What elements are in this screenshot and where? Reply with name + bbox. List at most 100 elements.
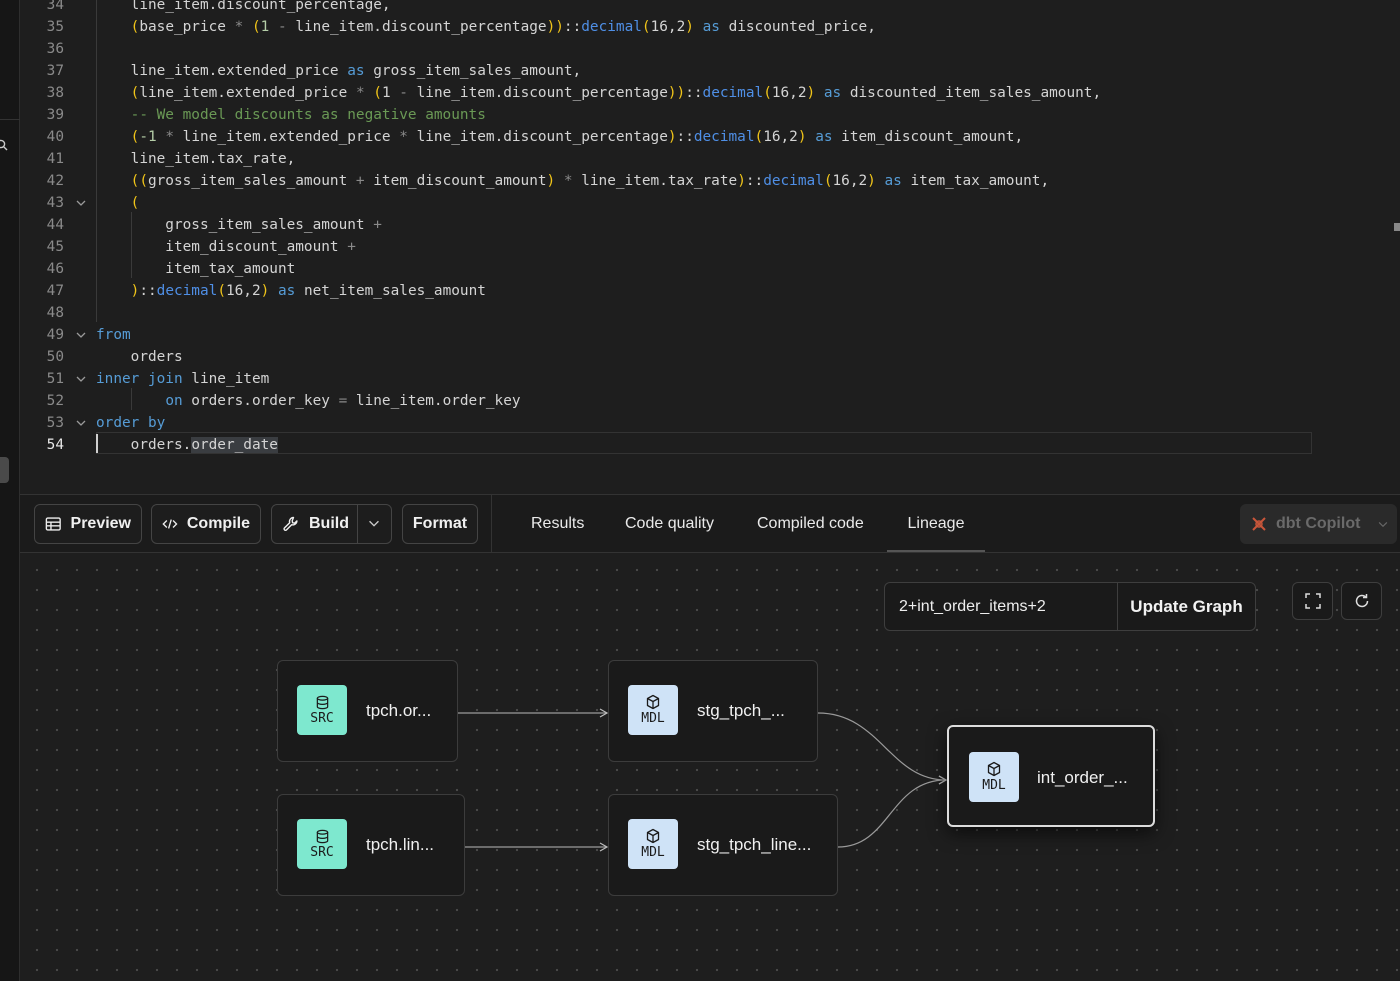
code-line[interactable]: 34 line_item.discount_percentage, <box>20 0 1400 16</box>
code-token: line_item.discount_percentage <box>407 128 668 145</box>
code-token <box>96 85 131 101</box>
code-token <box>96 129 131 145</box>
tab-compiled-code[interactable]: Compiled code <box>757 515 864 532</box>
code-line[interactable]: 45 item_discount_amount + <box>20 236 1400 258</box>
code-line[interactable]: 40 (-1 * line_item.extended_price * line… <box>20 126 1400 148</box>
code-editor[interactable]: 34 line_item.discount_percentage,35 (bas… <box>20 0 1400 494</box>
fold-chevron-icon[interactable] <box>76 418 86 428</box>
scrollbar-marker[interactable] <box>1394 223 1400 231</box>
lineage-graph-canvas[interactable]: Update Graph SRC tpch.or... SRC tpch.lin… <box>20 553 1400 981</box>
build-button[interactable]: Build <box>271 504 392 544</box>
line-number: 37 <box>46 62 64 79</box>
code-token: ( <box>251 18 261 35</box>
format-button[interactable]: Format <box>402 504 478 544</box>
database-icon <box>316 829 328 843</box>
code-token: ( <box>130 84 140 101</box>
fold-chevron-icon[interactable] <box>76 374 86 384</box>
code-text: ((gross_item_sales_amount + item_discoun… <box>96 170 1049 192</box>
lineage-node-source-lineitem[interactable]: SRC tpch.lin... <box>277 794 465 896</box>
code-token: decimal <box>763 172 824 189</box>
code-text: from <box>96 324 131 346</box>
code-token: line_item.discount_percentage <box>286 18 547 35</box>
code-token: as <box>702 18 720 35</box>
code-line[interactable]: 43 ( <box>20 192 1400 214</box>
source-badge: SRC <box>297 685 347 735</box>
code-token: 1 <box>260 18 270 35</box>
lineage-node-source-orders[interactable]: SRC tpch.or... <box>277 660 458 762</box>
compile-button[interactable]: Compile <box>151 504 261 544</box>
selector-input[interactable] <box>885 583 1118 630</box>
lineage-node-model-stg-lineitem[interactable]: MDL stg_tpch_line... <box>608 794 838 896</box>
code-line[interactable]: 52 on orders.order_key = line_item.order… <box>20 390 1400 412</box>
code-line[interactable]: 36 <box>20 38 1400 60</box>
code-line[interactable]: 41 line_item.tax_rate, <box>20 148 1400 170</box>
code-token: line_item.tax_rate, <box>96 150 296 167</box>
preview-button[interactable]: Preview <box>34 504 142 544</box>
resize-handle[interactable] <box>0 457 9 483</box>
code-token: inner join <box>96 370 183 387</box>
code-line[interactable]: 48 <box>20 302 1400 324</box>
refresh-button[interactable] <box>1341 582 1382 620</box>
code-line[interactable]: 46 item_tax_amount <box>20 258 1400 280</box>
fold-chevron-icon[interactable] <box>76 330 86 340</box>
code-token: -- We model discounts as negative amount… <box>130 106 486 123</box>
build-split-divider <box>357 505 358 543</box>
code-line[interactable]: 37 line_item.extended_price as gross_ite… <box>20 60 1400 82</box>
code-token <box>555 173 564 189</box>
tab-lineage[interactable]: Lineage <box>887 495 985 552</box>
fullscreen-button[interactable] <box>1292 582 1333 620</box>
code-token <box>269 283 278 299</box>
code-token <box>815 85 824 101</box>
code-line[interactable]: 35 (base_price * (1 - line_item.discount… <box>20 16 1400 38</box>
edge-mdl1-mdl3 <box>817 712 948 785</box>
tab-results[interactable]: Results <box>531 515 585 532</box>
code-token: line_item.order_key <box>347 392 521 409</box>
code-token <box>96 107 131 123</box>
lineage-node-model-stg-orders[interactable]: MDL stg_tpch_... <box>608 660 818 762</box>
code-token: orders.order_key <box>182 392 339 409</box>
code-line[interactable]: 39 -- We model discounts as negative amo… <box>20 104 1400 126</box>
code-token: ( <box>217 282 226 299</box>
compile-label: Compile <box>186 515 250 532</box>
code-line[interactable]: 38 (line_item.extended_price * (1 - line… <box>20 82 1400 104</box>
node-name: tpch.lin... <box>366 835 435 854</box>
code-line[interactable]: 44 gross_item_sales_amount + <box>20 214 1400 236</box>
code-token: -1 <box>139 128 157 145</box>
code-token: :: <box>139 282 157 299</box>
code-token: ) <box>737 172 746 189</box>
fold-chevron-icon[interactable] <box>76 198 86 208</box>
code-text: (line_item.extended_price * (1 - line_it… <box>96 82 1101 104</box>
tab-code-quality[interactable]: Code quality <box>625 515 714 532</box>
code-token <box>96 195 131 211</box>
search-icon[interactable] <box>0 139 8 151</box>
chevron-down-icon <box>1379 522 1388 528</box>
code-text: order by <box>96 412 165 434</box>
code-line[interactable]: 50 orders <box>20 346 1400 368</box>
code-text: -- We model discounts as negative amount… <box>96 104 486 126</box>
lineage-node-model-int-order-items[interactable]: MDL int_order_... <box>947 725 1155 827</box>
tab-lineage-label: Lineage <box>907 515 965 532</box>
code-token: orders <box>96 348 183 365</box>
code-text: item_tax_amount <box>96 258 295 280</box>
dbt-copilot-button[interactable]: dbt Copilot <box>1240 504 1397 544</box>
line-number: 42 <box>46 172 64 189</box>
code-token <box>96 173 131 189</box>
code-line[interactable]: 47 )::decimal(16,2) as net_item_sales_am… <box>20 280 1400 302</box>
code-token: ( <box>754 128 764 145</box>
code-token: line_item.discount_percentage, <box>96 0 391 13</box>
code-token: as <box>884 172 902 189</box>
code-token: ) <box>867 172 876 189</box>
code-token: - <box>278 18 287 35</box>
code-token: line_item <box>182 370 270 387</box>
chevron-down-icon[interactable] <box>366 515 382 531</box>
code-line[interactable]: 54 orders.order_date <box>20 434 1400 456</box>
code-token: line_item.extended_price <box>139 84 356 101</box>
code-line[interactable]: 42 ((gross_item_sales_amount + item_disc… <box>20 170 1400 192</box>
node-name: stg_tpch_line... <box>697 835 812 854</box>
code-token <box>807 129 816 145</box>
update-graph-button[interactable]: Update Graph <box>1130 597 1243 616</box>
code-token: from <box>96 326 131 343</box>
